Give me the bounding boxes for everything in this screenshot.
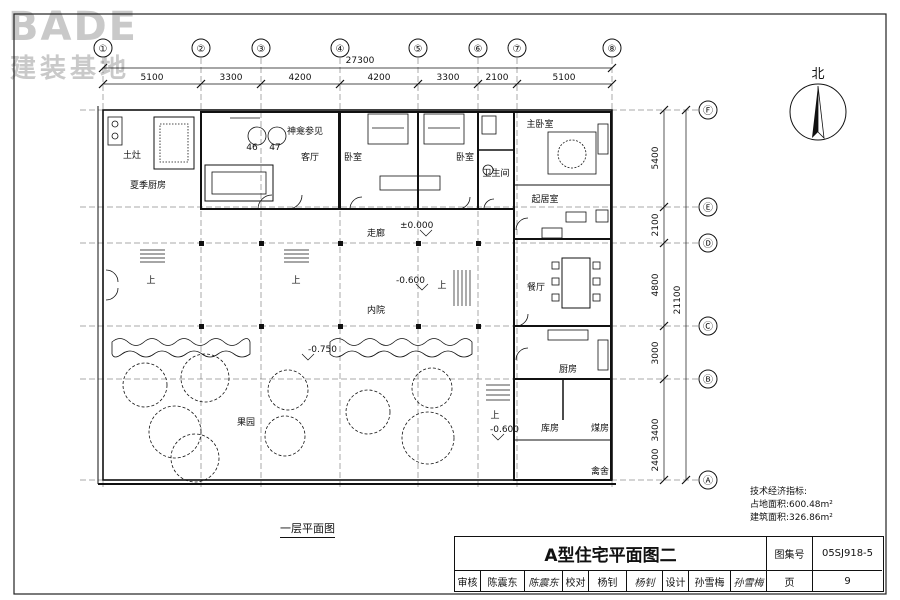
- label-summer-kitchen: 夏季厨房: [130, 179, 166, 191]
- checker-name: 杨钊: [589, 571, 627, 591]
- axis-col-6: ⑥: [474, 44, 483, 55]
- title-block: A型住宅平面图二 图集号 05SJ918-5 审核 陈震东 陈震东 校对 杨钊 …: [454, 536, 884, 592]
- tech-info: 技术经济指标: 占地面积:600.48m² 建筑面积:326.86m²: [750, 486, 833, 525]
- dim-top-7: 5100: [553, 73, 576, 83]
- stairs: [140, 249, 510, 401]
- label-coal: 煤房: [591, 422, 609, 434]
- hedge-right: [329, 338, 473, 358]
- axis-row-a: Ⓐ: [703, 475, 713, 487]
- orchard-trees: [122, 353, 455, 483]
- north-label: 北: [811, 67, 824, 82]
- dim-total: 27300: [346, 56, 375, 66]
- tech-title: 技术经济指标:: [750, 487, 808, 497]
- axis-col-1: ①: [99, 44, 108, 55]
- axis-row-e: Ⓔ: [703, 202, 713, 214]
- page-label: 页: [767, 571, 813, 591]
- level-back: -0.600: [490, 425, 519, 435]
- dim-right-5: 3400: [651, 418, 661, 441]
- label-poultry: 禽舍: [591, 465, 609, 477]
- label-bath: 卫生间: [482, 167, 509, 179]
- tech-land-area: 占地面积:600.48m²: [750, 500, 833, 510]
- dim-right-2: 2100: [651, 213, 661, 236]
- review-label: 审核: [455, 571, 481, 591]
- axis-col-8: ⑧: [608, 44, 617, 55]
- level-floor: ±0.000: [400, 221, 434, 231]
- atlas-number: 05SJ918-5: [813, 537, 882, 571]
- seat-47: 47: [269, 143, 280, 153]
- columns: [199, 241, 481, 329]
- axis-col-3: ③: [257, 44, 266, 55]
- column-axis-markers: ① ② ③ ④ ⑤ ⑥ ⑦ ⑧: [93, 38, 622, 58]
- dim-top-1: 5100: [141, 73, 164, 83]
- label-bedroom-1: 卧室: [344, 151, 362, 163]
- furniture: [107, 113, 609, 371]
- label-corridor: 走廊: [367, 227, 385, 239]
- logo-subtitle: 建装基地: [10, 54, 131, 84]
- dim-right-4: 3000: [651, 341, 661, 364]
- logo-brand: BADE: [8, 4, 138, 50]
- label-store: 库房: [541, 422, 559, 434]
- label-courtyard: 内院: [367, 304, 385, 316]
- dim-top-2: 3300: [220, 73, 243, 83]
- top-dimensions: [98, 63, 617, 89]
- axis-col-2: ②: [197, 44, 206, 55]
- stair-up-2: 上: [291, 275, 300, 286]
- row-axis-markers: Ⓕ Ⓔ Ⓓ Ⓒ Ⓑ Ⓐ: [698, 100, 718, 490]
- designer-signature: 孙雪梅: [731, 571, 767, 591]
- label-daily: 起居室: [531, 193, 558, 205]
- brand-logo: BADE 建装基地: [8, 4, 168, 84]
- dim-top-3: 4200: [289, 73, 312, 83]
- drawing-title: A型住宅平面图二: [455, 537, 767, 571]
- stair-up-4: 上: [490, 410, 499, 421]
- stair-up-3: 上: [437, 280, 446, 291]
- page-number: 9: [844, 575, 851, 587]
- checker-signature: 杨钊: [627, 571, 663, 591]
- design-label: 设计: [663, 571, 689, 591]
- label-orchard: 果园: [237, 417, 255, 428]
- axis-col-5: ⑤: [414, 44, 423, 55]
- level-marks: ±0.000 -0.600 -0.750 -0.600: [308, 221, 519, 435]
- designer-name: 孙雪梅: [689, 571, 731, 591]
- reviewer-signature: 陈震东: [525, 571, 563, 591]
- right-dimensions: [659, 105, 691, 485]
- dim-top-4: 4200: [368, 73, 391, 83]
- dim-top-6: 2100: [486, 73, 509, 83]
- tech-build-area: 建筑面积:326.86m²: [750, 513, 833, 523]
- dim-top-5: 3300: [437, 73, 460, 83]
- axis-row-d: Ⓓ: [703, 238, 713, 250]
- dim-right-3: 4800: [651, 273, 661, 296]
- label-shrine: 神龛参见: [287, 125, 323, 137]
- north-arrow: [789, 83, 847, 141]
- label-tuzao: 土灶: [123, 149, 141, 161]
- axis-row-c: Ⓒ: [703, 321, 713, 333]
- label-kitchen: 厨房: [559, 363, 577, 375]
- doors: [105, 194, 529, 361]
- atlas-label: 图集号: [767, 537, 813, 571]
- label-dining: 餐厅: [527, 281, 545, 293]
- walls: [97, 106, 616, 485]
- axis-grid: [80, 40, 700, 490]
- check-label: 校对: [563, 571, 589, 591]
- dim-right-6: 2400: [651, 448, 661, 471]
- dim-right-total: 21100: [673, 285, 683, 314]
- level-yard: -0.750: [308, 345, 337, 355]
- label-bedroom-2: 卧室: [456, 151, 474, 163]
- stair-up-1: 上: [146, 275, 155, 286]
- label-master: 主卧室: [526, 118, 553, 130]
- reviewer-name: 陈震东: [481, 571, 525, 591]
- label-living: 客厅: [301, 151, 319, 163]
- axis-row-f: Ⓕ: [703, 105, 713, 117]
- level-court: -0.600: [396, 276, 425, 286]
- axis-col-4: ④: [336, 44, 345, 55]
- dim-right-1: 5400: [651, 146, 661, 169]
- axis-col-7: ⑦: [513, 44, 522, 55]
- drawing-frame: [13, 13, 887, 595]
- floor-title: 一层平面图: [280, 520, 335, 538]
- seat-46: 46: [246, 143, 258, 153]
- axis-row-b: Ⓑ: [703, 374, 713, 386]
- hedge-left: [111, 338, 251, 358]
